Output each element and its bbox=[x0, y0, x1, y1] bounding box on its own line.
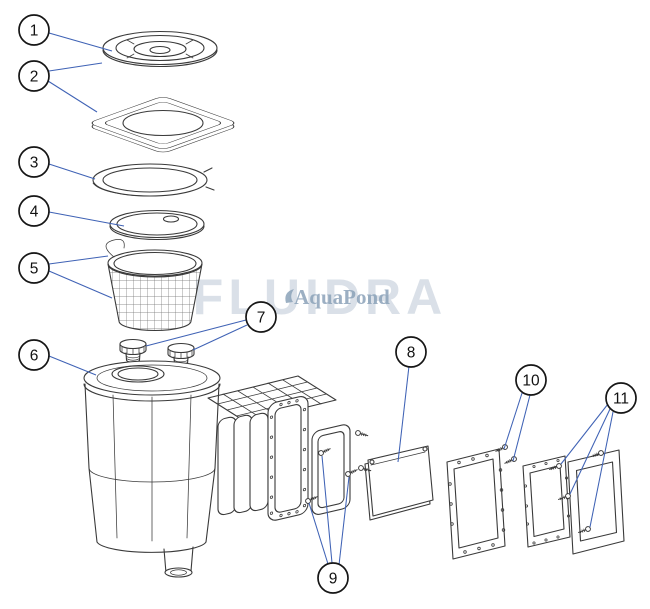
callout-3-label: 3 bbox=[30, 155, 39, 172]
part-lid bbox=[102, 30, 218, 68]
callout-2-label: 2 bbox=[30, 69, 39, 86]
callout-7: 7 bbox=[245, 301, 277, 333]
part-wall-flange bbox=[267, 396, 309, 521]
callout-10: 10 bbox=[515, 364, 547, 396]
part-faceplate-inner bbox=[522, 455, 571, 548]
callout-5: 5 bbox=[18, 252, 50, 284]
callout-7-label: 7 bbox=[257, 310, 266, 327]
callout-4: 4 bbox=[18, 195, 50, 227]
callout-2: 2 bbox=[18, 60, 50, 92]
aquapond-logo-icon bbox=[285, 289, 294, 303]
callout-5-label: 5 bbox=[30, 261, 39, 278]
screw bbox=[354, 429, 370, 439]
drain-pipe bbox=[164, 567, 193, 578]
leader-9c bbox=[338, 476, 350, 566]
part-skimmer-body bbox=[83, 360, 221, 578]
leader-5a bbox=[48, 255, 109, 265]
callout-6: 6 bbox=[18, 339, 50, 371]
callout-1: 1 bbox=[18, 14, 50, 46]
callout-3: 3 bbox=[18, 146, 50, 178]
leader-10b bbox=[512, 394, 531, 462]
callout-8: 8 bbox=[395, 336, 427, 368]
part-cover-plate bbox=[109, 209, 205, 241]
leader-7b bbox=[192, 324, 248, 351]
watermark: FLUIDRA AquaPond bbox=[193, 269, 447, 325]
leader-10a bbox=[503, 389, 524, 450]
leader-9a bbox=[308, 502, 329, 565]
leader-11c bbox=[589, 411, 614, 528]
leader-2a bbox=[48, 62, 103, 72]
leader-2b bbox=[47, 80, 98, 113]
callout-10-label: 10 bbox=[522, 373, 540, 390]
part-gasket bbox=[446, 448, 506, 560]
callout-4-label: 4 bbox=[30, 204, 39, 221]
leader-lines bbox=[47, 32, 614, 566]
callout-11: 11 bbox=[605, 382, 637, 414]
watermark-brand-text: FLUIDRA bbox=[193, 269, 447, 325]
leader-7a bbox=[145, 319, 247, 347]
part-faceplate-outer bbox=[567, 449, 625, 555]
basket-handle bbox=[105, 239, 125, 258]
callout-9: 9 bbox=[317, 562, 349, 594]
leader-3 bbox=[48, 163, 96, 180]
leader-11a bbox=[560, 403, 609, 465]
callout-11-label: 11 bbox=[613, 391, 629, 408]
leader-8 bbox=[397, 365, 410, 463]
part-weir-flap bbox=[364, 445, 434, 521]
screw bbox=[502, 455, 518, 467]
part-mouth-frame bbox=[311, 424, 351, 515]
callouts: 1 2 3 4 5 6 7 8 bbox=[18, 14, 637, 594]
leader-4 bbox=[48, 211, 125, 227]
callout-8-label: 8 bbox=[407, 345, 416, 362]
leader-9b bbox=[321, 455, 333, 564]
leader-5b bbox=[48, 270, 113, 299]
part-sealing-ring bbox=[92, 163, 215, 197]
callout-1-label: 1 bbox=[30, 23, 39, 40]
callout-9-label: 9 bbox=[329, 571, 338, 588]
part-extension-collars bbox=[217, 412, 269, 516]
leader-11b bbox=[569, 408, 611, 495]
part-basket bbox=[105, 239, 203, 332]
plug-left bbox=[119, 338, 147, 363]
part-lid-frame bbox=[91, 97, 235, 153]
leader-6 bbox=[48, 355, 97, 376]
leader-1 bbox=[48, 32, 113, 52]
watermark-subbrand-text: AquaPond bbox=[294, 285, 390, 309]
callout-6-label: 6 bbox=[30, 348, 39, 365]
